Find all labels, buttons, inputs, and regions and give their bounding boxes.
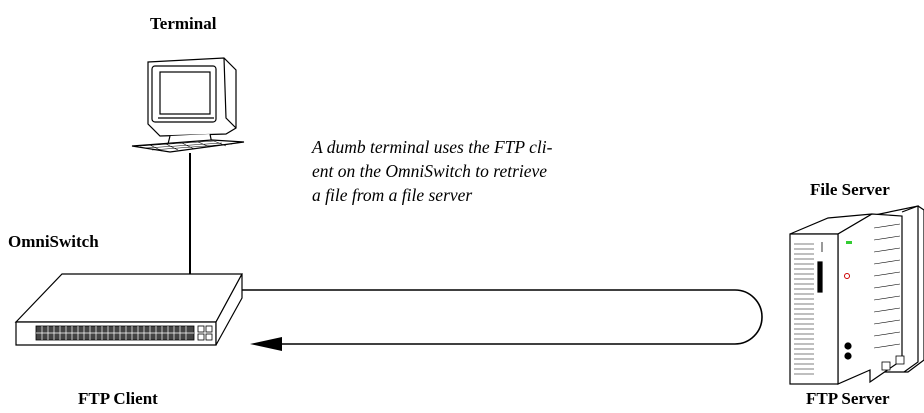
arrowhead-icon [250, 337, 282, 351]
switch-icon [14, 273, 244, 346]
ftp-connection-loop [240, 289, 763, 345]
terminal-computer-icon [131, 57, 245, 153]
ftp-client-label: FTP Client [78, 389, 158, 408]
terminal-label: Terminal [150, 14, 217, 33]
caption-line-1: A dumb terminal uses the FTP cli- [312, 137, 553, 157]
omniswitch-label: OmniSwitch [8, 232, 99, 251]
caption-line-2: ent on the OmniSwitch to retrieve [312, 161, 548, 181]
caption-line-3: a file from a file server [312, 185, 473, 205]
file-server-label: File Server [810, 180, 890, 199]
ftp-server-label: FTP Server [806, 389, 890, 408]
diagram-caption: A dumb terminal uses the FTP cli- ent on… [312, 135, 662, 207]
file-server-icon [789, 205, 924, 385]
